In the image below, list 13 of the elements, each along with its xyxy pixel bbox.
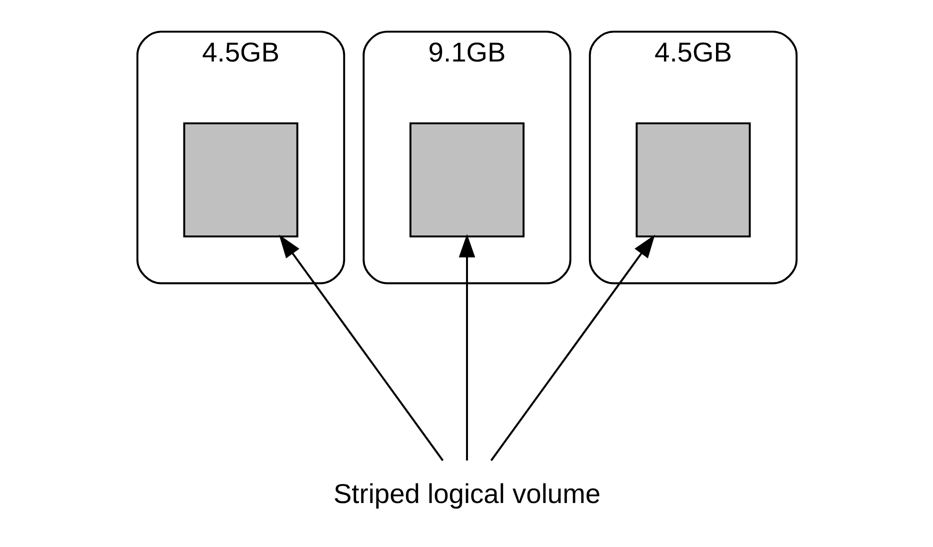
cluster bbox=[136, 30, 345, 284]
cluster bbox=[588, 30, 798, 284]
node-box bbox=[635, 122, 750, 238]
node-box bbox=[408, 122, 524, 238]
cluster bbox=[362, 30, 571, 284]
node-label: 4.5GB bbox=[654, 36, 732, 68]
arrow bbox=[490, 234, 654, 462]
arrow bbox=[278, 234, 444, 462]
node-text: Striped logical volume bbox=[332, 478, 600, 510]
node-label: 9.1GB bbox=[428, 36, 506, 68]
node-box bbox=[182, 122, 298, 238]
node-label: 4.5GB bbox=[202, 36, 279, 68]
arrow bbox=[458, 234, 475, 460]
